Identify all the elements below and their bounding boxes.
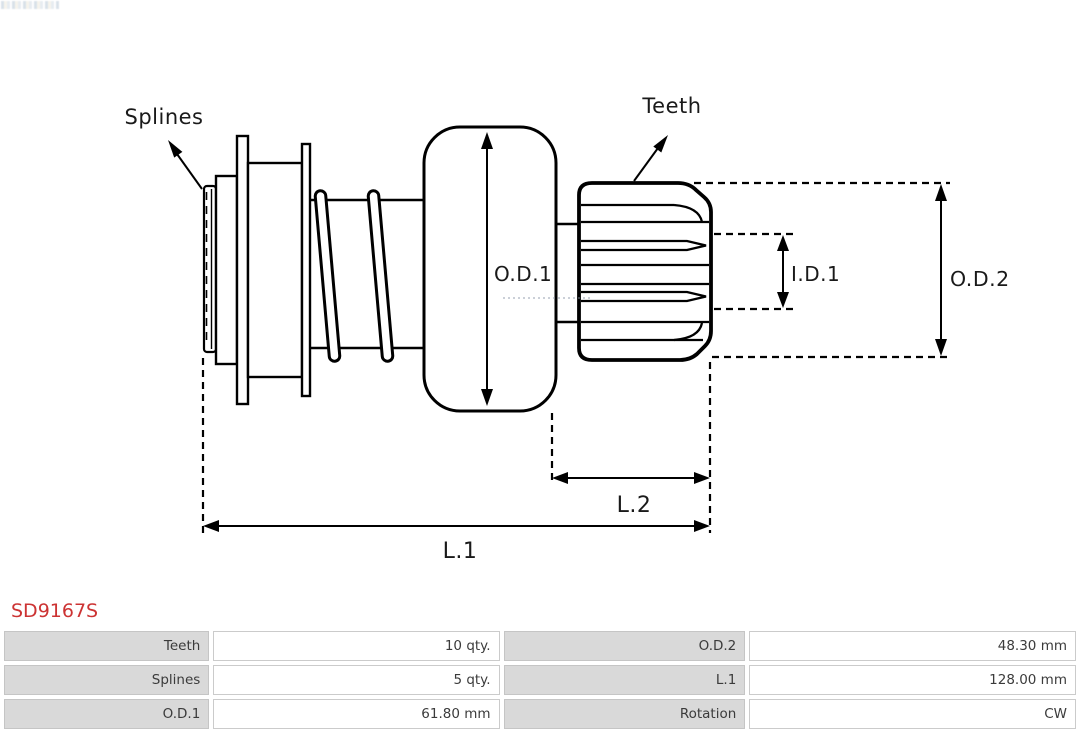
- spec-value-cell: 61.80 mm: [213, 699, 500, 729]
- dimension-id1: [714, 232, 796, 311]
- spec-value-cell: 128.00 mm: [749, 665, 1076, 695]
- front-flange: [235, 134, 250, 406]
- spec-table: Teeth 10 qty. O.D.2 48.30 mm Splines 5 q…: [0, 627, 1080, 733]
- pinion-stub: [556, 222, 579, 324]
- splines-label: Splines: [125, 105, 204, 129]
- annotations: [168, 132, 950, 533]
- spring-coils: [313, 189, 395, 363]
- spec-value-cell: 5 qty.: [213, 665, 500, 695]
- splines-leader-arrow: [168, 140, 203, 190]
- spec-row: O.D.1 61.80 mm Rotation CW: [4, 699, 1076, 729]
- spec-label-cell: Rotation: [503, 699, 746, 729]
- teeth-leader-arrow: [633, 135, 668, 182]
- l2-label: L.2: [617, 493, 652, 518]
- rear-flange: [300, 142, 312, 398]
- collar: [214, 174, 239, 366]
- spec-label-cell: Splines: [4, 665, 210, 695]
- dimension-od1: [481, 132, 493, 406]
- spec-label-cell: Teeth: [4, 631, 210, 661]
- spline-shaft-end: [202, 184, 218, 354]
- spec-value-cell: CW: [749, 699, 1076, 729]
- barrel: [246, 161, 304, 379]
- dimension-l2: [550, 362, 712, 533]
- spec-value-cell: 10 qty.: [213, 631, 500, 661]
- od1-label: O.D.1: [494, 262, 552, 286]
- spec-value-cell: 48.30 mm: [749, 631, 1076, 661]
- drive-body: [202, 125, 713, 413]
- spec-label-cell: O.D.2: [503, 631, 746, 661]
- spec-label-cell: O.D.1: [4, 699, 210, 729]
- faded-logo-artifact: [1, 1, 59, 9]
- gear-teeth-lines: [581, 203, 709, 342]
- l1-label: L.1: [443, 539, 478, 564]
- part-number-title: SD9167S: [11, 600, 99, 622]
- od2-label: O.D.2: [950, 267, 1010, 291]
- dimension-l1: [201, 358, 710, 533]
- spec-row: Splines 5 qty. L.1 128.00 mm: [4, 665, 1076, 695]
- dimension-od2: [694, 181, 950, 359]
- pinion-gear: [577, 181, 713, 362]
- starter-drive-technical-drawing: Splines Teeth O.D.1 I.D.1 O.D.2 L.2 L.1: [125, 94, 1010, 564]
- clutch-cylinder: [422, 125, 558, 413]
- teeth-label: Teeth: [641, 94, 701, 118]
- spec-label-cell: L.1: [503, 665, 746, 695]
- spec-row: Teeth 10 qty. O.D.2 48.30 mm: [4, 631, 1076, 661]
- id1-label: I.D.1: [791, 262, 840, 286]
